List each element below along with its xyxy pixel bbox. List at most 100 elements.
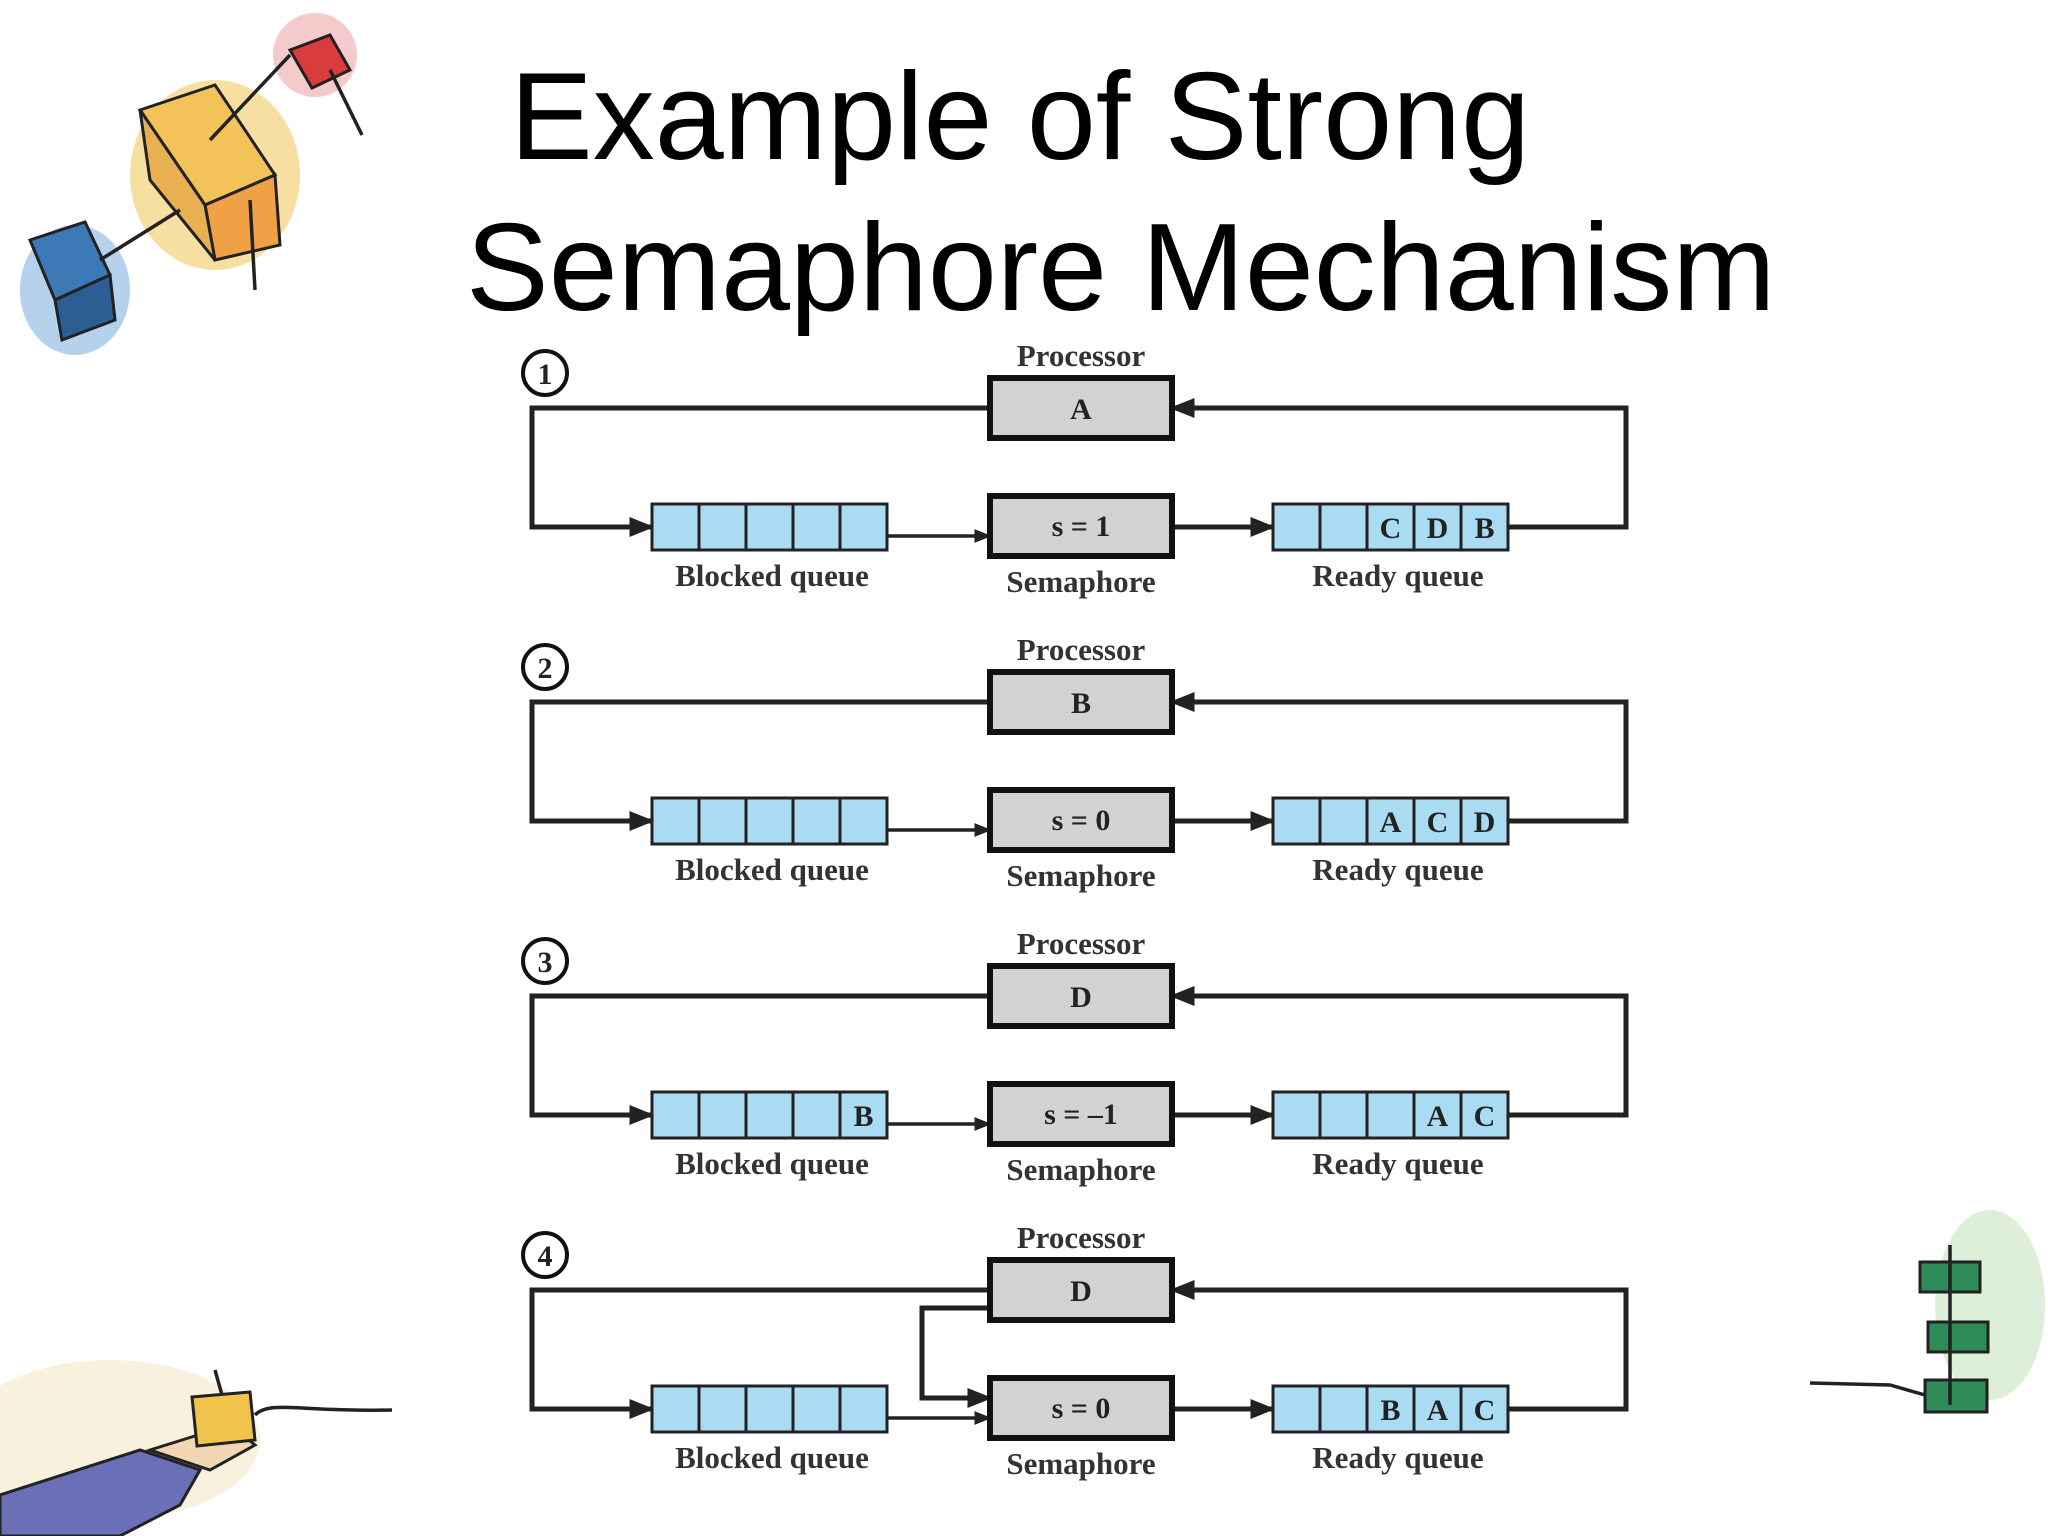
blocked-queue-slot xyxy=(838,1384,889,1434)
title-line-2: Semaphore Mechanism xyxy=(466,199,1776,337)
stacked-boxes-icon xyxy=(1809,1210,2045,1414)
queued-process: A xyxy=(1380,806,1402,839)
blocked-queue-slot xyxy=(744,1384,795,1434)
semaphore-value: s = –1 xyxy=(1044,1098,1118,1131)
blocked-queue-label: Blocked queue xyxy=(675,1440,869,1475)
semaphore-label: Semaphore xyxy=(1006,858,1155,893)
processor-to-blocked-arrow xyxy=(529,405,990,537)
blocked-queue-slot xyxy=(838,1090,889,1140)
slide-title: Example of Strong Semaphore Mechanism xyxy=(0,0,2048,330)
blocked-queue-slot xyxy=(650,1384,701,1434)
ready-queue-slot xyxy=(1365,1090,1416,1140)
processor-label: Processor xyxy=(1017,338,1146,373)
queued-process: C xyxy=(1380,512,1402,545)
ready-queue-slot xyxy=(1459,1384,1510,1434)
ready-to-processor-arrow xyxy=(1169,1280,1629,1412)
blocked-queue-slot xyxy=(791,502,842,552)
ready-queue-slot xyxy=(1365,1384,1416,1434)
queued-process: D xyxy=(1427,512,1449,545)
processor-label: Processor xyxy=(1017,1220,1146,1255)
ready-queue-slot xyxy=(1412,1090,1463,1140)
blocked-queue: Blocked queue xyxy=(650,796,889,887)
queued-process: C xyxy=(1474,1100,1496,1133)
blocked-queue-slot xyxy=(744,502,795,552)
step-number-badge: 1 xyxy=(521,349,569,397)
ready-queue-slot xyxy=(1365,796,1416,846)
blocked-queue: Blocked queue xyxy=(650,1384,889,1475)
ready-queue-slot xyxy=(1318,1090,1369,1140)
blocked-queue-label: Blocked queue xyxy=(675,1146,869,1181)
blocked-queue: Blocked queue xyxy=(650,502,889,593)
semaphore-box xyxy=(987,493,1175,559)
blocked-queue-slot xyxy=(650,1090,701,1140)
blocked-queue-slot xyxy=(838,796,889,846)
ready-queue-slot xyxy=(1459,796,1510,846)
step-number: 3 xyxy=(538,946,553,979)
semaphore-label: Semaphore xyxy=(1006,1446,1155,1481)
ready-queue-label: Ready queue xyxy=(1312,1440,1483,1475)
cube-sketch-icon xyxy=(20,13,364,355)
blocked-queue-slot xyxy=(744,796,795,846)
queued-process: C xyxy=(1427,806,1449,839)
ready-queue-label: Ready queue xyxy=(1312,852,1483,887)
step-number-badge: 2 xyxy=(521,643,569,691)
ready-queue-slot xyxy=(1271,1384,1322,1434)
title-line-1: Example of Strong xyxy=(510,48,1531,186)
semaphore-value: s = 1 xyxy=(1052,510,1111,543)
semaphore-box xyxy=(987,787,1175,853)
processor-to-blocked-arrow xyxy=(529,1287,990,1419)
blocked-queue-slot xyxy=(838,502,889,552)
step-number: 2 xyxy=(538,652,553,685)
ready-to-processor-arrow xyxy=(1169,986,1629,1118)
processor-value: B xyxy=(1071,687,1091,720)
processor-box xyxy=(987,1257,1175,1323)
semaphore-value: s = 0 xyxy=(1052,804,1111,837)
processor-value: D xyxy=(1070,981,1092,1014)
ready-queue-slot xyxy=(1412,796,1463,846)
queued-process: B xyxy=(1380,1394,1400,1427)
queued-process: A xyxy=(1427,1100,1449,1133)
processor-box xyxy=(987,669,1175,735)
ready-queue-slot xyxy=(1318,502,1369,552)
ready-queue-slot xyxy=(1318,796,1369,846)
queued-process: D xyxy=(1474,806,1496,839)
blocked-queue-slot xyxy=(697,1090,748,1140)
ready-queue-slot xyxy=(1271,1090,1322,1140)
processor-box xyxy=(987,963,1175,1029)
ready-to-processor-arrow xyxy=(1169,692,1629,824)
blocked-queue-slot xyxy=(791,1384,842,1434)
blocked-queue-slot xyxy=(791,1090,842,1140)
blocked-queue: B Blocked queue xyxy=(650,1090,889,1181)
ready-queue-slot xyxy=(1318,1384,1369,1434)
blocked-queue-slot xyxy=(650,502,701,552)
step-number-badge: 4 xyxy=(521,1231,569,1279)
processor-to-semaphore-arrow xyxy=(919,1305,993,1408)
semaphore-label: Semaphore xyxy=(1006,1152,1155,1187)
blocked-queue-slot xyxy=(697,796,748,846)
queued-process: A xyxy=(1427,1394,1449,1427)
semaphore-value: s = 0 xyxy=(1052,1392,1111,1425)
queued-process: B xyxy=(853,1100,873,1133)
blocked-queue-slot xyxy=(650,796,701,846)
ready-queue-label: Ready queue xyxy=(1312,1146,1483,1181)
step-number-badge: 3 xyxy=(521,937,569,985)
ready-queue-label: Ready queue xyxy=(1312,558,1483,593)
step-number: 4 xyxy=(538,1240,553,1273)
queued-process: C xyxy=(1474,1394,1496,1427)
ready-queue-slot xyxy=(1271,502,1322,552)
processor-to-blocked-arrow xyxy=(529,699,990,831)
blocked-queue-slot xyxy=(744,1090,795,1140)
semaphore-box xyxy=(987,1375,1175,1441)
processor-value: D xyxy=(1070,1275,1092,1308)
blocked-queue-slot xyxy=(697,1384,748,1434)
